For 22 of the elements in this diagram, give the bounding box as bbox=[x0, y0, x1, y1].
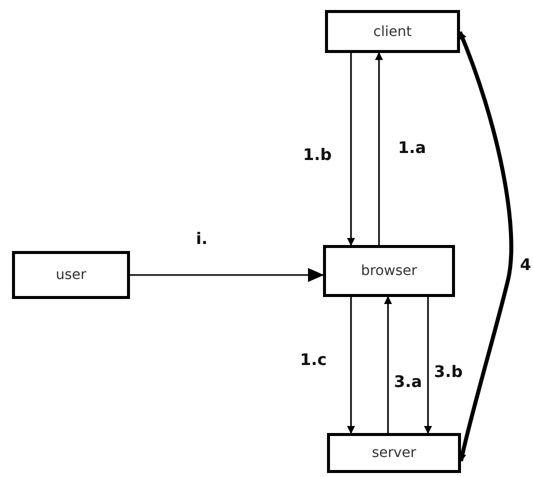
edge-label: 1.b bbox=[303, 147, 332, 163]
node-label: server bbox=[372, 445, 416, 461]
edge-label: 1.c bbox=[300, 352, 327, 368]
process-box bbox=[325, 10, 460, 53]
node-label: browser bbox=[360, 263, 417, 279]
node-label: user bbox=[56, 267, 86, 283]
process-box bbox=[327, 433, 461, 473]
arrow bbox=[375, 52, 383, 245]
edge-label: 3.b bbox=[434, 364, 463, 380]
arrow bbox=[347, 53, 355, 246]
edge-label: 1.a bbox=[398, 140, 426, 156]
edge-label: 3.a bbox=[394, 374, 422, 390]
arrow bbox=[347, 297, 355, 434]
arrow bbox=[458, 31, 514, 462]
arrow bbox=[384, 296, 392, 433]
edge-label: i. bbox=[196, 231, 208, 247]
process-box bbox=[12, 251, 130, 299]
edge-label: 4 bbox=[520, 257, 532, 273]
node-label: client bbox=[373, 24, 412, 40]
process-box bbox=[323, 245, 455, 297]
arrow bbox=[130, 268, 324, 282]
arrow bbox=[424, 297, 432, 434]
